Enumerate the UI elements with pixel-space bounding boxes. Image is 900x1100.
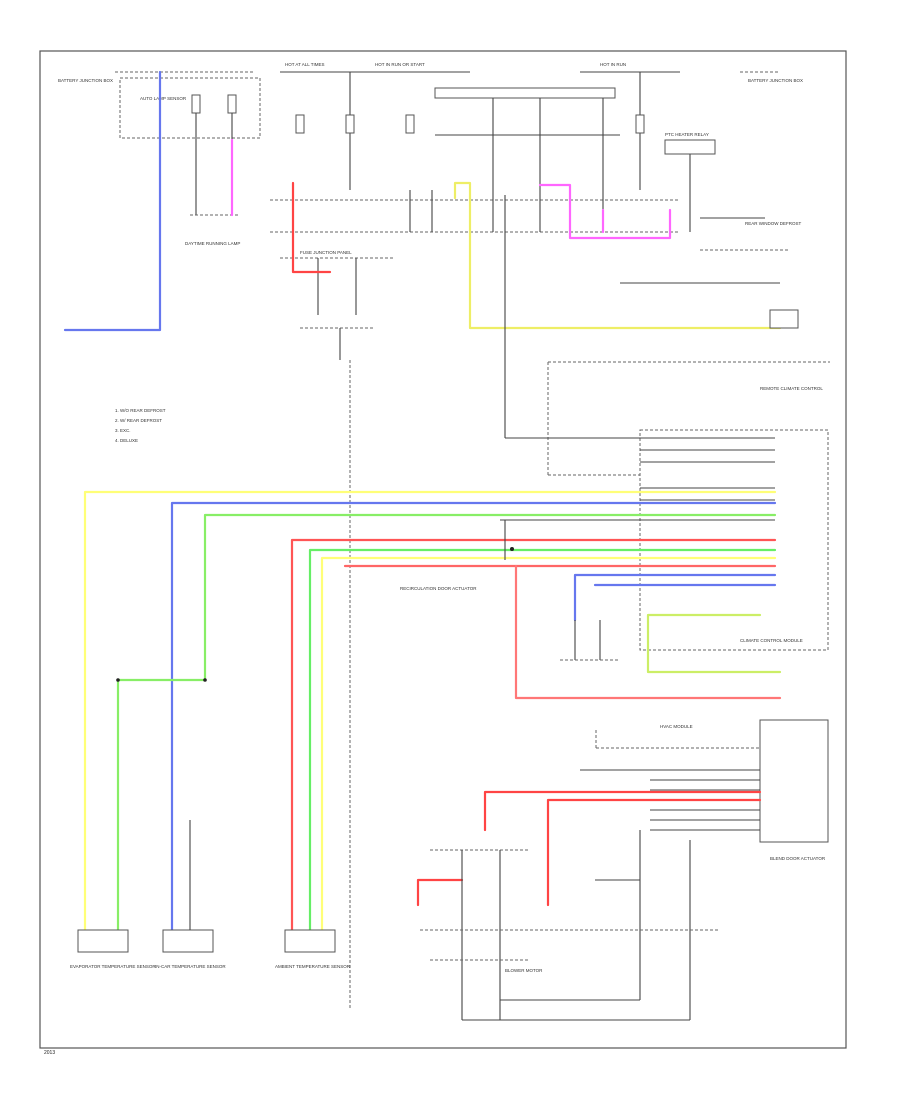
ambient-temp-sensor: AMBIENT TEMPERATURE SENSOR <box>275 929 351 969</box>
fuse-junction-panel-label: FUSE JUNCTION PANEL <box>300 250 352 255</box>
hot-at-all-times-label: HOT AT ALL TIMES <box>285 62 325 67</box>
in-car-temp-sensor: IN-CAR TEMPERATURE SENSOR <box>155 820 226 969</box>
legend-note-2: 2. W/ REAR DEFROST <box>115 418 162 423</box>
in-car-temp-sensor-label: IN-CAR TEMPERATURE SENSOR <box>155 964 226 969</box>
wires-middle <box>83 490 782 932</box>
recirc-door-actuator-label: RECIRCULATION DOOR ACTUATOR <box>400 586 477 591</box>
wires-top <box>63 70 782 332</box>
rear-window-defrost-label: REAR WINDOW DEFROST <box>745 221 801 226</box>
climate-control-module: CLIMATE CONTROL MODULE <box>500 195 829 651</box>
legend-note-3: 3. EXC. <box>115 428 131 433</box>
wires-bottom <box>416 790 762 907</box>
evaporator-temp-sensor-label: EVAPORATOR TEMPERATURE SENSOR <box>70 964 156 969</box>
recirc-door-area: RECIRCULATION DOOR ACTUATOR <box>400 586 620 661</box>
battery-junction-box-left-label: BATTERY JUNCTION BOX <box>58 78 113 83</box>
hot-in-run-start-label: HOT IN RUN OR START <box>375 62 425 67</box>
ptc-heater-relay-label: PTC HEATER RELAY <box>665 132 709 137</box>
auto-lamp-sensor-label: AUTO LAMP SENSOR <box>140 96 187 101</box>
fuse-group <box>191 94 645 134</box>
fuse-junction-panel: FUSE JUNCTION PANEL <box>280 250 395 1010</box>
right-modules: REMOTE CLIMATE CONTROL <box>547 217 830 476</box>
power-bus <box>115 71 780 190</box>
auto-lamp-sensor-block: DAYTIME RUNNING LAMP AUTO LAMP SENSOR <box>119 77 261 246</box>
remote-climate-control-label: REMOTE CLIMATE CONTROL <box>760 386 823 391</box>
connector-row: PTC HEATER RELAY <box>270 132 716 233</box>
evaporator-temp-sensor: EVAPORATOR TEMPERATURE SENSOR <box>70 929 156 969</box>
legend-notes: 1. W/O REAR DEFROST 2. W/ REAR DEFROST 3… <box>115 408 166 443</box>
blend-door-actuator: BLEND DOOR ACTUATOR <box>580 719 829 861</box>
legend-note-4: 4. DELUXE <box>115 438 138 443</box>
hvac-module-label: HVAC MODULE <box>660 724 693 729</box>
battery-junction-box-right-label: BATTERY JUNCTION BOX <box>748 78 803 83</box>
blower-motor-block: BLOWER MOTOR <box>420 830 720 1021</box>
diagram-border <box>39 50 847 1049</box>
blower-motor-label: BLOWER MOTOR <box>505 968 543 973</box>
daytime-running-lamp-label: DAYTIME RUNNING LAMP <box>185 241 240 246</box>
hot-in-run-label: HOT IN RUN <box>600 62 626 67</box>
ambient-temp-sensor-label: AMBIENT TEMPERATURE SENSOR <box>275 964 351 969</box>
blend-door-actuator-label: BLEND DOOR ACTUATOR <box>770 856 826 861</box>
climate-control-module-label: CLIMATE CONTROL MODULE <box>740 638 803 643</box>
footer-code: 2013 <box>44 1050 55 1056</box>
legend-note-1: 1. W/O REAR DEFROST <box>115 408 166 413</box>
